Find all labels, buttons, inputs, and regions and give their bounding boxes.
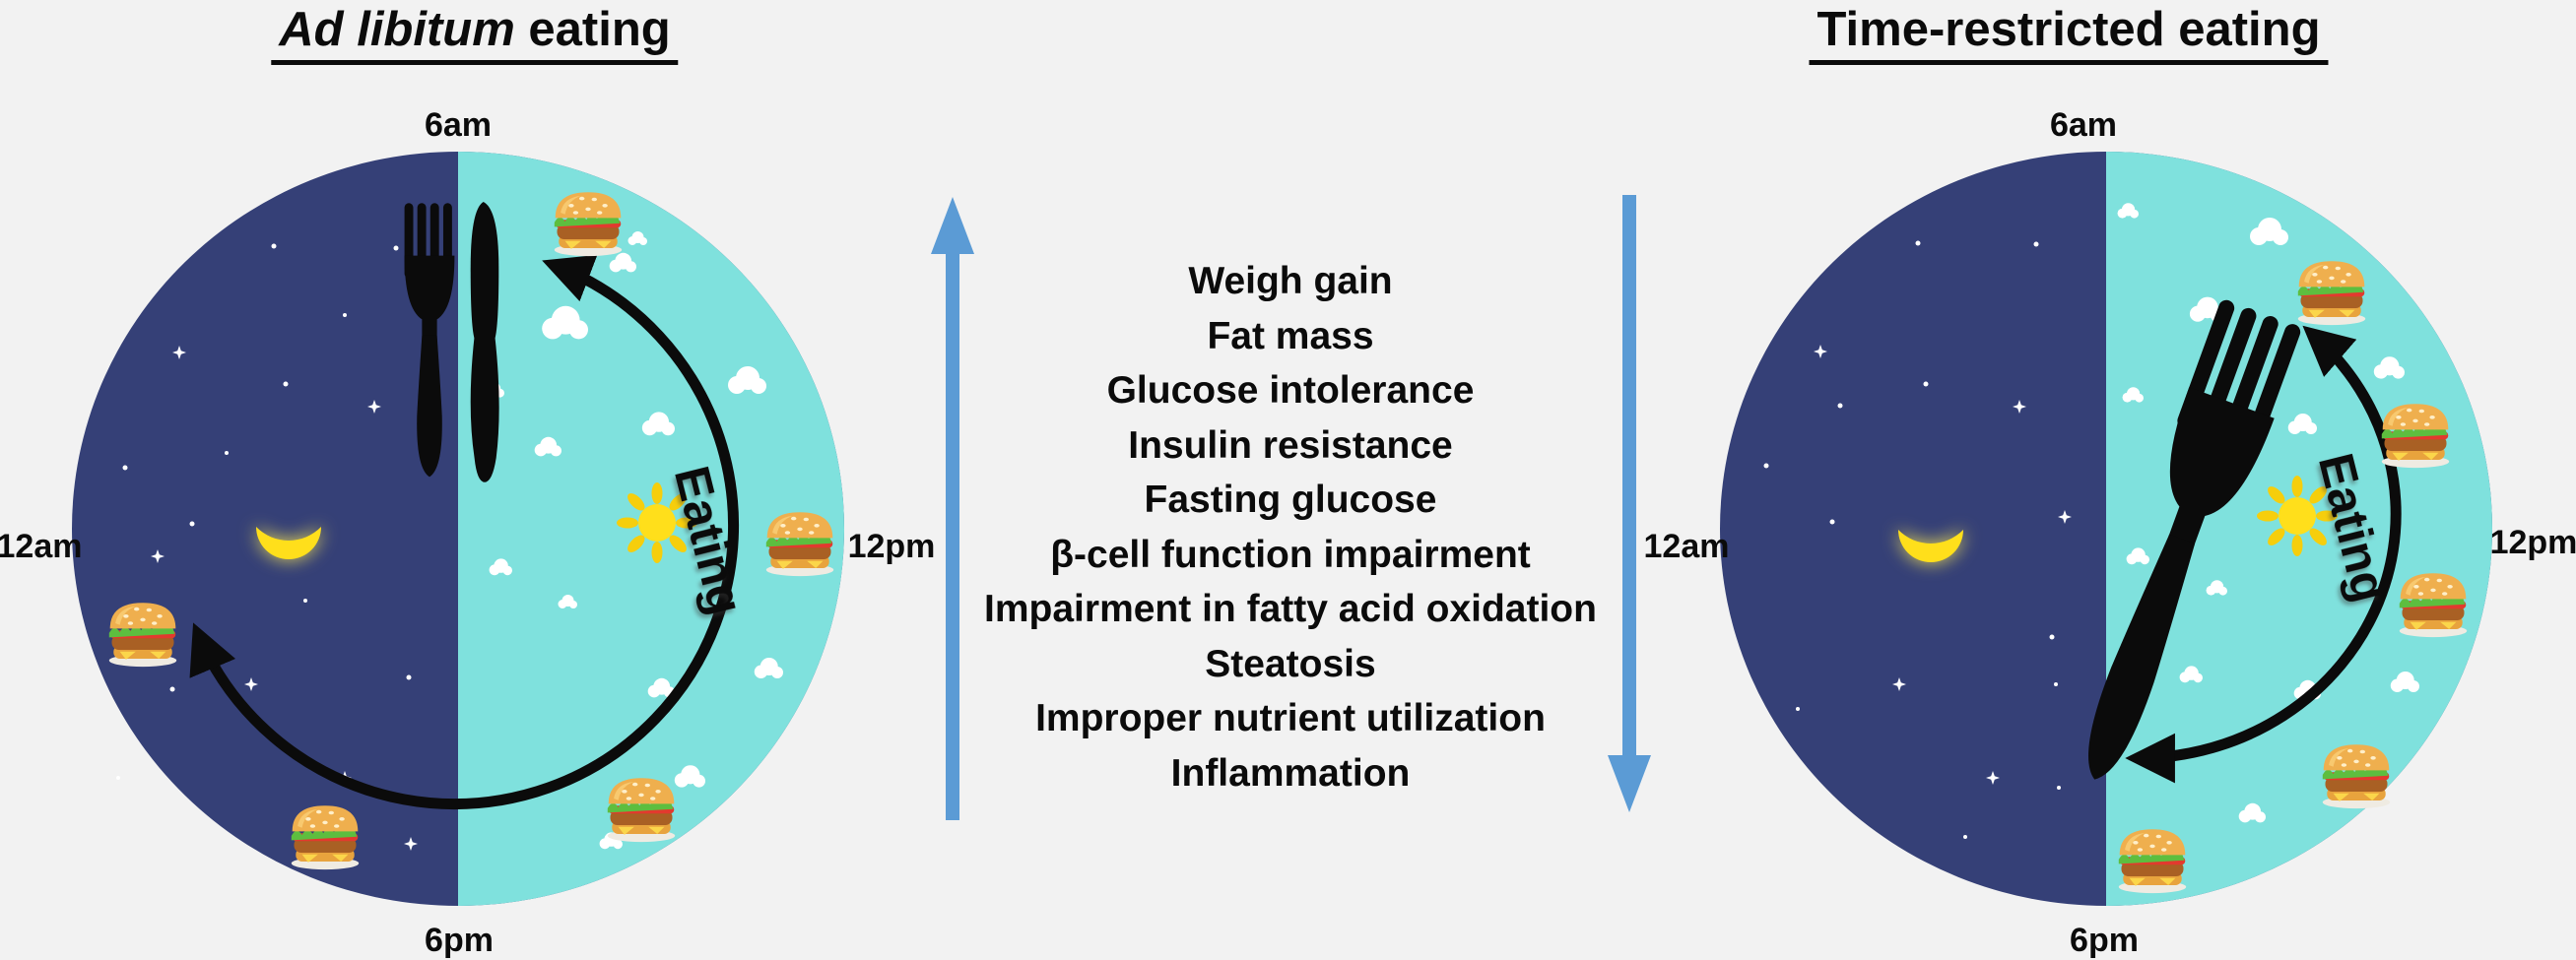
stars [1763,240,2072,839]
time-label-6pm: 6pm [2070,922,2139,959]
burger-icon [554,192,623,257]
knife-icon [470,202,499,482]
increase-arrow-icon [931,197,974,820]
burger-icon [607,778,676,843]
effect-item: Impairment in fatty acid oxidation [984,588,1597,630]
time-label-6am: 6am [425,106,492,144]
effect-item: Steatosis [1205,642,1376,685]
decrease-arrow-icon [1608,195,1651,812]
ad-libitum-title-rest: eating [514,3,671,56]
burger-icon [291,805,360,870]
effect-item: Improper nutrient utilization [1035,697,1546,739]
burger-icon [765,512,834,577]
effect-item: Fasting glucose [1144,479,1437,521]
ad-libitum-title: Ad libitum eating [271,2,679,65]
burger-icon [2322,744,2391,809]
burger-icon [108,603,177,668]
effect-item: Glucose intolerance [1106,369,1475,412]
time-label-12am: 12am [0,528,82,565]
eating-window-arrow [2125,325,2402,784]
ad-libitum-title-italic: Ad libitum [279,3,515,56]
effect-item: Fat mass [1207,314,1374,357]
eating-window-arrow [189,254,739,810]
effect-item: β-cell function impairment [1050,533,1531,576]
time-label-12pm: 12pm [848,528,936,565]
burger-icon [2399,573,2468,638]
time-label-6am: 6am [2050,106,2117,144]
time-label-12pm: 12pm [2490,524,2576,561]
burger-icon [2118,829,2187,894]
time-label-12am: 12am [1644,528,1730,565]
effect-item: Inflammation [1170,751,1411,795]
burger-icon [2381,404,2450,469]
effect-item: Insulin resistance [1128,423,1453,467]
effect-item: Weigh gain [1188,260,1393,302]
time-restricted-title: Time-restricted eating [1809,2,2329,65]
time-label-6pm: 6pm [425,922,494,959]
time-restricted-clock: Eating 6am 12pm 6pm 12am [1644,106,2576,959]
burger-icon [2297,261,2366,326]
ad-libitum-clock: Eating 6am 12pm 6pm 12am [0,106,935,959]
